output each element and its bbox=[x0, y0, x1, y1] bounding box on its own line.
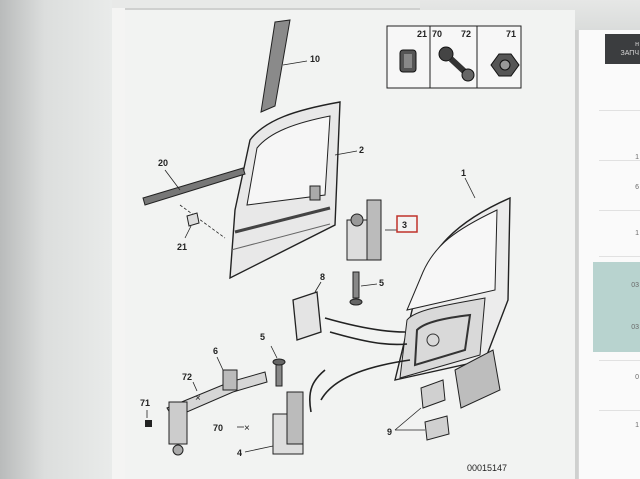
part-5-pin-lower: 5 bbox=[260, 332, 286, 387]
callout-21: 21 bbox=[177, 242, 187, 252]
part-8-pad: 8 bbox=[292, 272, 325, 341]
part-71-nut: 71 bbox=[140, 398, 152, 427]
row-divider bbox=[599, 110, 640, 111]
part-5-pin-upper: 5 bbox=[349, 271, 384, 306]
list-item[interactable]: 03 bbox=[631, 324, 639, 331]
callout-2: 2 bbox=[359, 145, 364, 155]
part-72-screw: × 72 bbox=[182, 372, 201, 404]
row-divider bbox=[599, 410, 640, 411]
callout-10: 10 bbox=[310, 54, 320, 64]
list-item[interactable]: 0 bbox=[635, 374, 639, 381]
clip-21-icon bbox=[399, 49, 417, 73]
parts-list-header: н ЗАПЧ bbox=[605, 34, 640, 64]
row-divider bbox=[599, 256, 640, 257]
callout-72: 72 bbox=[182, 372, 192, 382]
callout-3: 3 bbox=[402, 220, 407, 230]
callout-1: 1 bbox=[461, 168, 466, 178]
legend-label-70: 70 bbox=[432, 29, 442, 39]
diagram-code: 00015147 bbox=[467, 463, 507, 473]
list-item[interactable]: 1 bbox=[635, 422, 639, 429]
callout-70: 70 bbox=[213, 423, 223, 433]
callout-9: 9 bbox=[387, 427, 392, 437]
connector-arcs bbox=[309, 369, 326, 413]
nut-icon bbox=[490, 53, 520, 77]
legend-label-71: 71 bbox=[506, 29, 516, 39]
monitor-bezel-top bbox=[112, 0, 640, 8]
svg-text:×: × bbox=[195, 393, 201, 404]
parts-diagram: 21 70 72 71 10 bbox=[125, 10, 575, 479]
callout-5-upper: 5 bbox=[379, 278, 384, 288]
monitor-bezel-left bbox=[0, 0, 112, 479]
legend-label-72: 72 bbox=[461, 29, 471, 39]
part-4-lower-hinge: 4 × 70 bbox=[213, 391, 304, 458]
callout-5-lower: 5 bbox=[260, 332, 265, 342]
part-1-door-frame: 1 bbox=[320, 168, 511, 401]
page-margin bbox=[112, 8, 125, 479]
row-divider bbox=[599, 210, 640, 211]
callout-20: 20 bbox=[158, 158, 168, 168]
row-divider bbox=[599, 160, 640, 161]
callout-6: 6 bbox=[213, 346, 218, 356]
list-item[interactable]: 6 bbox=[635, 184, 639, 191]
fastener-legend-box: 21 70 72 71 bbox=[386, 25, 522, 89]
legend-label-21: 21 bbox=[417, 29, 427, 39]
selected-row-highlight[interactable] bbox=[593, 262, 640, 352]
part-6-check-strap: 6 bbox=[166, 346, 268, 456]
header-line-1: н bbox=[635, 41, 639, 48]
part-2-door-panel: 2 bbox=[229, 101, 364, 280]
list-item[interactable]: 03 bbox=[631, 282, 639, 289]
callout-8: 8 bbox=[320, 272, 325, 282]
part-9-trim-pieces: 9 bbox=[387, 349, 501, 441]
bolt-icon bbox=[438, 46, 475, 82]
part-3-hinge: 3 bbox=[346, 199, 418, 261]
exploded-door-diagram: 21 70 72 71 10 bbox=[140, 19, 522, 473]
part-10-trim: 10 bbox=[260, 19, 320, 113]
svg-text:×: × bbox=[244, 423, 250, 434]
callout-71: 71 bbox=[140, 398, 150, 408]
list-item[interactable]: 1 bbox=[635, 230, 639, 237]
parts-list-panel: н ЗАПЧ 1 6 1 03 03 0 1 bbox=[578, 30, 640, 479]
part-20-molding: 20 21 bbox=[142, 158, 246, 252]
callout-4: 4 bbox=[237, 448, 242, 458]
row-divider bbox=[599, 360, 640, 361]
list-item[interactable]: 1 bbox=[635, 154, 639, 161]
header-line-2: ЗАПЧ bbox=[620, 50, 639, 57]
